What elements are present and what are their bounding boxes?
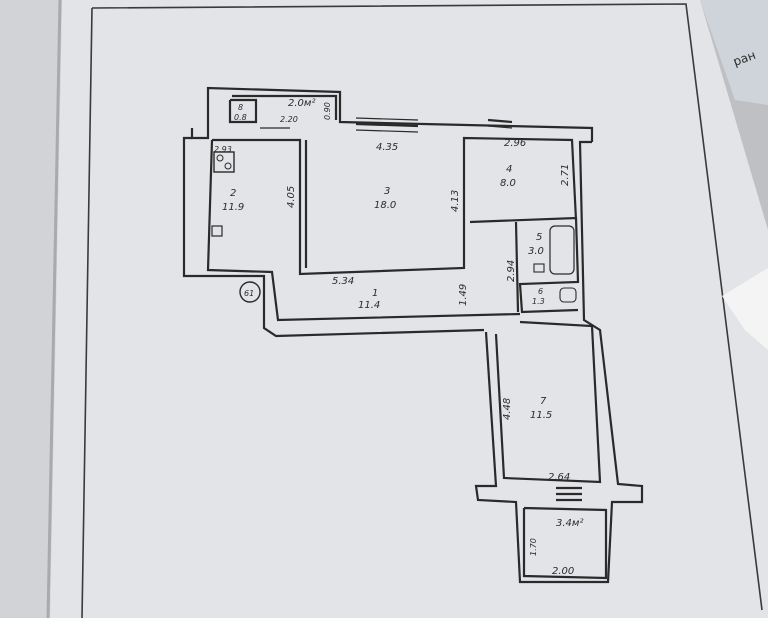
dimension: 0.90 xyxy=(323,102,332,120)
stove-icon xyxy=(213,151,235,173)
dimension: 2.94 xyxy=(506,260,517,282)
room-3-number: 3 xyxy=(384,186,390,197)
room-7-number: 7 xyxy=(540,396,547,407)
dimension: 4.48 xyxy=(502,398,513,420)
balcony-bottom-wall xyxy=(522,506,608,580)
toilet-icon xyxy=(559,287,577,303)
dimension-labels: 2.20 0.90 2.93 4.35 2.96 4.05 4.13 2.71 … xyxy=(214,102,574,577)
dimension: 1.49 xyxy=(458,284,469,306)
cabinet-8 xyxy=(228,98,258,124)
dimension: 2.00 xyxy=(552,566,574,577)
window-line xyxy=(355,129,419,133)
room-3-area: 18.0 xyxy=(374,200,396,211)
room-5-area: 3.0 xyxy=(528,246,544,257)
window-line xyxy=(487,125,513,129)
room-8-area: 0.8 xyxy=(234,113,247,122)
dimension: 4.13 xyxy=(450,190,461,212)
sink-icon xyxy=(211,225,223,237)
room-5-number: 5 xyxy=(536,232,542,243)
dimension: 5.34 xyxy=(332,276,354,287)
washbasin-icon xyxy=(533,263,545,273)
room-7-area: 11.5 xyxy=(530,410,552,421)
room-labels: 1 11.4 2 11.9 3 18.0 4 8.0 5 3.0 6 1.3 7… xyxy=(222,98,583,529)
dimension: 1.70 xyxy=(529,538,538,556)
outer-wall-top xyxy=(190,86,594,142)
stove-burner xyxy=(216,154,224,162)
window-top-right xyxy=(487,118,513,124)
window-line xyxy=(355,117,419,121)
inner-wall-top xyxy=(212,136,578,276)
paper-scrap xyxy=(722,268,768,350)
walls xyxy=(182,86,644,584)
sheet-border-left xyxy=(81,7,93,618)
room-1-area: 11.4 xyxy=(358,300,380,311)
windows xyxy=(260,117,513,133)
entrance-marker-circle xyxy=(239,281,261,303)
inner-wall-bath-v xyxy=(514,221,520,313)
entrance-marker: 61 xyxy=(244,289,254,298)
room-6-number: 6 xyxy=(538,287,543,296)
inner-wall-left xyxy=(206,139,521,322)
sheet-border-frame xyxy=(91,3,763,611)
balcony-2-area: 3.4м² xyxy=(556,518,583,529)
balcony-1-area: 2.0м² xyxy=(288,98,315,109)
room-4-area: 8.0 xyxy=(500,178,516,189)
room-6-area: 1.3 xyxy=(532,297,545,306)
room-8-number: 8 xyxy=(238,103,243,112)
bathtub-icon xyxy=(549,225,575,275)
room-2-number: 2 xyxy=(230,188,236,199)
balcony-top-wall xyxy=(232,94,338,120)
dimension: 2.64 xyxy=(548,472,570,483)
paper-sheet xyxy=(50,0,768,618)
room-4-number: 4 xyxy=(506,164,512,175)
outer-wall-left xyxy=(182,136,485,338)
corner-document xyxy=(700,0,768,105)
inner-wall-room7 xyxy=(494,320,602,484)
dimension: 2.20 xyxy=(280,115,298,124)
dimension: 2.93 xyxy=(214,145,232,154)
dimension: 4.05 xyxy=(286,186,297,208)
outer-wall-right xyxy=(474,140,644,584)
inner-wall-bath xyxy=(469,216,580,314)
room-1-number: 1 xyxy=(372,288,378,299)
stove-burner xyxy=(224,162,232,170)
dimension: 2.96 xyxy=(504,138,526,149)
dimension: 4.35 xyxy=(376,142,398,153)
room-2-area: 11.9 xyxy=(222,202,244,213)
page-fold-line xyxy=(46,0,62,618)
window-top-hall xyxy=(355,122,419,128)
dimension: 2.71 xyxy=(560,164,571,186)
folded-page-left xyxy=(0,0,62,618)
